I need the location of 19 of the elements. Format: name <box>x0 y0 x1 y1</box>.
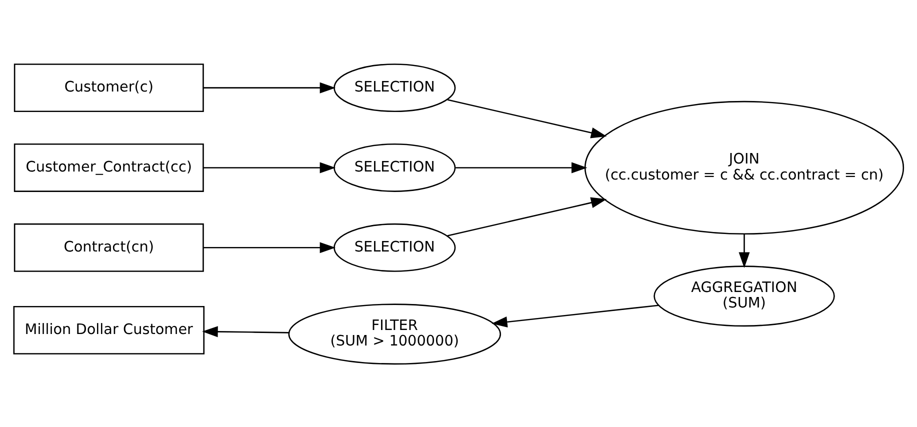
arrow <box>203 162 336 173</box>
node-ellipse: AGGREGATION (SUM) <box>654 265 835 326</box>
node-ellipse: SELECTION <box>334 63 456 112</box>
node-box: Customer(c) <box>14 63 204 112</box>
arrow <box>492 304 659 327</box>
arrow <box>203 242 336 253</box>
arrow <box>202 326 289 337</box>
node-ellipse: JOIN (cc.customer = c && cc.contract = cn) <box>584 100 904 234</box>
node-ellipse: SELECTION <box>334 222 456 272</box>
arrow <box>447 196 607 236</box>
node-box: Customer_Contract(cc) <box>14 143 204 192</box>
node-box: Contract(cn) <box>14 222 204 272</box>
arrow <box>203 82 336 93</box>
arrow <box>447 98 607 138</box>
arrow <box>738 234 750 268</box>
node-ellipse: FILTER (SUM > 1000000) <box>288 303 502 364</box>
node-ellipse: SELECTION <box>334 143 456 192</box>
node-box: Million Dollar Customer <box>13 305 205 354</box>
arrow <box>456 162 588 173</box>
